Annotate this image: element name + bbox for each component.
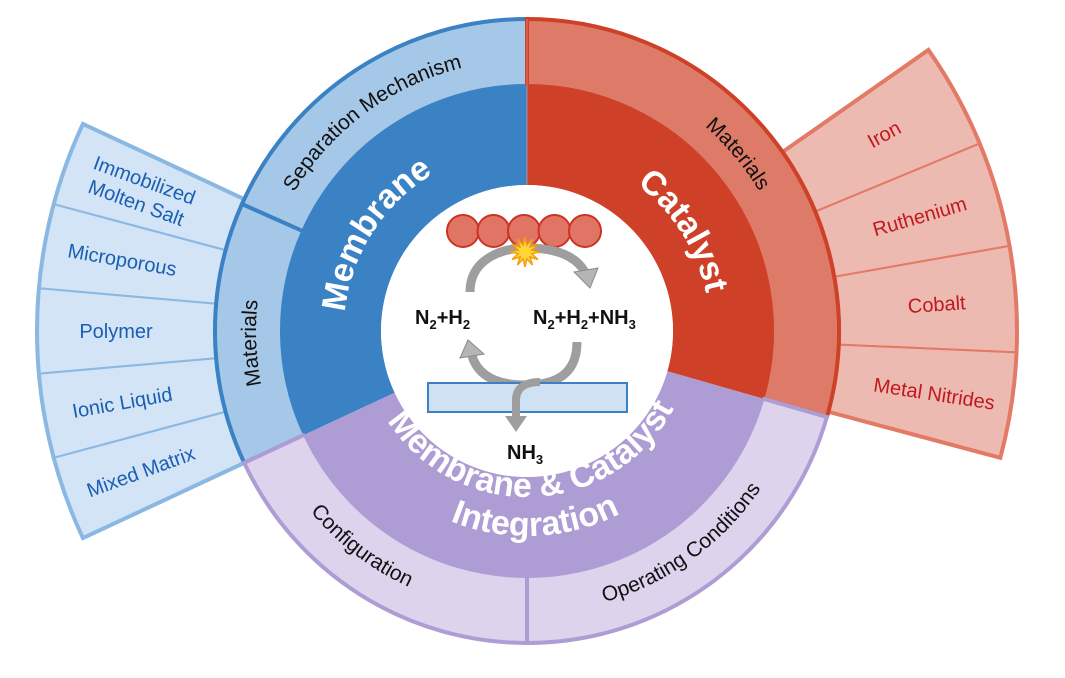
arrowhead-right-icon	[572, 267, 599, 289]
product-sub: 3	[536, 452, 543, 467]
membrane-material-label: Polymer	[79, 321, 153, 343]
reactants-n: N	[415, 307, 429, 329]
outer-fans: ImmobilizedMolten SaltMicroporousPolymer…	[35, 47, 1019, 541]
mixture-h: +H	[555, 307, 581, 329]
catalyst-particle	[537, 214, 572, 248]
catalyst-particle	[476, 214, 511, 248]
reactants-plus-h: +H	[437, 307, 463, 329]
reactants-formula: N2+H2	[415, 307, 470, 332]
reaction-mechanism: N2+H2 N2+H2+NH3 NH3	[381, 185, 673, 477]
starburst-icon	[509, 236, 541, 268]
mixture-sub-b: 2	[581, 317, 588, 332]
arrowhead-up-icon	[459, 339, 486, 359]
membrane-core-segment	[282, 86, 527, 435]
mixture-formula: N2+H2+NH3	[533, 307, 636, 332]
reactants-sub2: 2	[463, 317, 470, 332]
arrowhead-down-icon	[505, 416, 527, 432]
starburst-shape	[509, 236, 541, 268]
catalyst-particles	[446, 214, 602, 248]
rings	[213, 16, 841, 646]
mixture-nh: +NH	[588, 307, 629, 329]
membrane-material-line: Polymer	[79, 321, 153, 343]
catalyst-core-segment	[527, 85, 772, 399]
mixture-sub-a: 2	[547, 317, 554, 332]
product-formula: NH3	[507, 442, 543, 467]
integration-core-segment	[304, 371, 763, 576]
catalyst-particle	[568, 214, 602, 248]
reactants-sub1: 2	[429, 317, 436, 332]
catalyst-particle	[446, 214, 480, 248]
mixture-sub-c: 3	[629, 317, 636, 332]
permeate-arrow-icon	[512, 378, 541, 418]
mixture-n: N	[533, 307, 547, 329]
catalyst-material-label: Cobalt	[907, 292, 967, 318]
product-nh: NH	[507, 442, 536, 464]
